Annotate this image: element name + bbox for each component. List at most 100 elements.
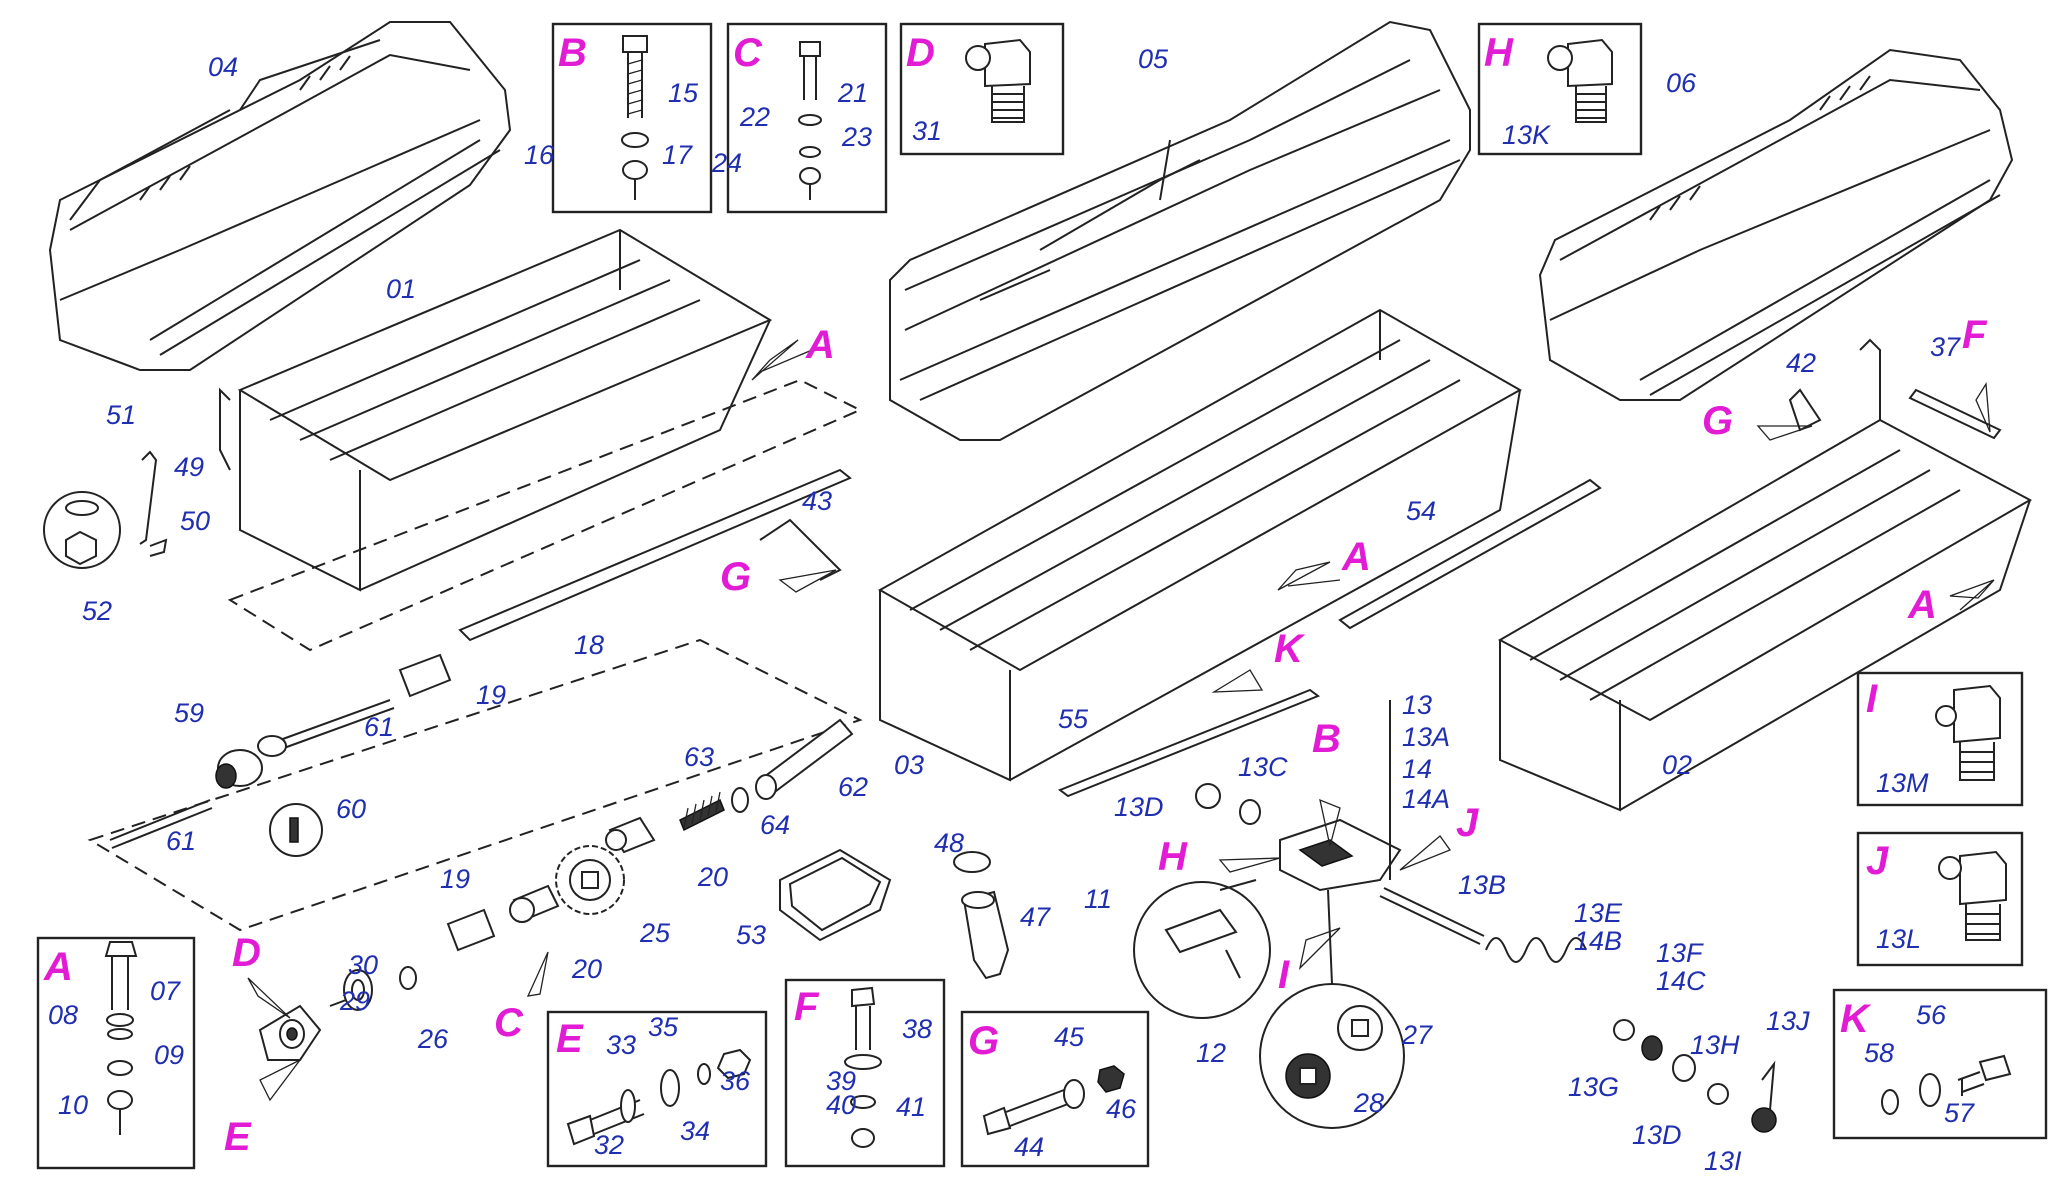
detail-box-B [551, 22, 713, 214]
part-number-label: 63 [684, 742, 714, 772]
part-number-label: 13F [1656, 938, 1704, 968]
detail-box-C [726, 22, 888, 214]
flange-bearing-29 [258, 1004, 322, 1061]
shaft-62 [755, 718, 854, 800]
coupler-19-upper [398, 653, 452, 698]
cover-04 [48, 21, 512, 371]
detail-letter-label: E [224, 1115, 252, 1159]
part-number-label: 17 [662, 140, 693, 170]
part-number-label: 19 [476, 680, 506, 710]
part-number-label: 61 [166, 826, 196, 856]
detail-letter-label: F [1962, 313, 1988, 357]
ring-64 [731, 787, 749, 813]
part-number-label: 23 [841, 122, 872, 152]
hardware-cluster-49-52 [43, 450, 168, 569]
frame-03 [877, 308, 1523, 782]
part-number-label: 22 [739, 102, 770, 132]
part-number-label: 61 [364, 712, 394, 742]
cover-05 [889, 20, 1471, 441]
part-number-label: 37 [1930, 332, 1961, 362]
detail-box-G [960, 1010, 1150, 1168]
part-number-label: 20 [697, 862, 728, 892]
part-number-label: 15 [668, 78, 699, 108]
part-number-label: 21 [837, 78, 868, 108]
part-number-label: 19 [440, 864, 470, 894]
part-number-label: 16 [524, 140, 555, 170]
detail-letter-label: I [1866, 677, 1878, 721]
part-number-label: 14C [1656, 966, 1706, 996]
part-number-label: 12 [1196, 1038, 1226, 1068]
part-number-label: 28 [1353, 1088, 1384, 1118]
part-number-label: 40 [826, 1090, 856, 1120]
detail-letter-label: D [232, 931, 261, 975]
part-number-label: 08 [48, 1000, 78, 1030]
washer-26 [399, 966, 417, 990]
part-number-label: 13K [1502, 120, 1551, 150]
detail-letter-label: H [1484, 31, 1514, 75]
part-number-label: 43 [802, 486, 832, 516]
part-number-label: 13G [1568, 1072, 1619, 1102]
part-number-label: 02 [1662, 750, 1692, 780]
part-number-label: 13B [1458, 870, 1506, 900]
part-number-label: 34 [680, 1116, 710, 1146]
part-number-label: 13A [1402, 722, 1450, 752]
part-number-label: 50 [180, 506, 210, 536]
detail-letter-label: K [1840, 997, 1872, 1041]
detail-letter-label: A [43, 945, 73, 989]
part-number-label: 25 [639, 918, 671, 948]
part-number-label: 18 [574, 630, 604, 660]
part-number-label: 62 [838, 772, 868, 802]
bearing-20-upper [605, 816, 656, 854]
part-number-label: 32 [594, 1130, 624, 1160]
part-number-label: 11 [1084, 884, 1112, 914]
part-number-label: 27 [1401, 1020, 1433, 1050]
part-number-label: 14 [1402, 754, 1432, 784]
part-number-label: 13C [1238, 752, 1288, 782]
part-number-label: 60 [336, 794, 366, 824]
part-number-label: 49 [174, 452, 204, 482]
detail-letter-label: A [1907, 583, 1937, 627]
bar-54 [1338, 478, 1602, 630]
tube-47 [961, 890, 1010, 980]
assembly-outline-lower [87, 638, 863, 932]
u-joint-59 [215, 735, 323, 857]
part-number-label: 26 [417, 1024, 449, 1054]
detail-letter-label: F [794, 985, 820, 1029]
part-number-label: 30 [348, 950, 378, 980]
part-number-label: 44 [1014, 1132, 1044, 1162]
part-number-label: 41 [896, 1092, 926, 1122]
detail-letter-label: J [1866, 839, 1889, 883]
part-number-label: 01 [386, 274, 416, 304]
detail-letter-label: C [733, 31, 763, 75]
part-number-label: 13H [1690, 1030, 1740, 1060]
part-number-label: 31 [912, 116, 942, 146]
part-number-label: 55 [1058, 704, 1089, 734]
part-number-label: 39 [826, 1066, 856, 1096]
frame-02 [1497, 338, 2033, 812]
part-number-label: 09 [154, 1040, 184, 1070]
coupler-19-lower [446, 908, 496, 952]
detail-letter-label: H [1158, 835, 1188, 879]
part-number-label: 53 [736, 920, 766, 950]
part-number-label: 45 [1054, 1022, 1085, 1052]
part-number-label: 13J [1766, 1006, 1810, 1036]
part-number-label: 59 [174, 698, 204, 728]
detail-letter-label: G [968, 1019, 999, 1063]
part-number-label: 48 [934, 828, 964, 858]
part-number-label: 35 [648, 1012, 679, 1042]
detail-box-D [899, 22, 1065, 156]
part-number-label: 13D [1114, 792, 1164, 822]
part-number-label: 58 [1864, 1038, 1894, 1068]
detail-box-F [784, 978, 946, 1168]
part-number-label: 51 [106, 400, 136, 430]
bar-55 [1057, 688, 1321, 798]
detail-letter-label: B [558, 31, 587, 75]
part-number-label: 20 [571, 954, 602, 984]
part-number-label: 06 [1666, 68, 1697, 98]
detail-letter-label: K [1274, 627, 1306, 671]
bracket-43 [759, 518, 842, 581]
detail-letter-label: E [556, 1017, 584, 1061]
part-number-label: 42 [1786, 348, 1816, 378]
